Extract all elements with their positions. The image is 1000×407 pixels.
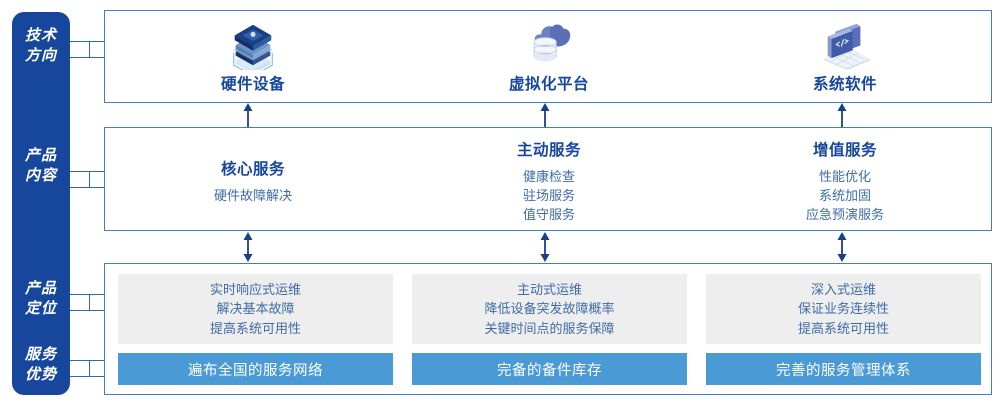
position-line: 保证业务连续性: [797, 301, 889, 317]
tech-label: 虚拟化平台: [508, 75, 589, 93]
panel-tech-direction: 硬件设备 虚拟化平台: [104, 10, 992, 103]
connector-stub: [89, 360, 90, 377]
tech-label: 系统软件: [812, 75, 877, 93]
position-line: 实时响应式运维: [209, 281, 301, 297]
content-column-core-service[interactable]: 核心服务 硬件故障解决: [105, 128, 401, 230]
position-line: 解决基本故障: [216, 301, 295, 317]
connector-stub: [70, 41, 104, 42]
advantage-bar-management[interactable]: 完善的服务管理体系: [706, 353, 981, 385]
position-card-proactive[interactable]: 主动式运维 降低设备突发故障概率 关键时间点的服务保障: [412, 274, 687, 344]
connector-stub: [70, 360, 104, 361]
server-stack-icon: [233, 24, 273, 70]
tech-column-virtualization[interactable]: 虚拟化平台: [401, 11, 697, 102]
cloud-database-icon: [533, 24, 571, 61]
connector-stub: [70, 376, 104, 377]
content-column-active-service[interactable]: 主动服务 健康检查 驻场服务 值守服务: [401, 128, 697, 230]
connector-stub: [89, 294, 90, 311]
position-line: 主动式运维: [516, 281, 582, 297]
arrow-up-software: [837, 103, 847, 127]
content-line: 值守服务: [522, 207, 575, 222]
connector-stub: [70, 57, 104, 58]
rail-label-line: 产品: [24, 147, 57, 164]
advantage-bar-network[interactable]: 遍布全国的服务网络: [118, 353, 393, 385]
arrow-up-down-middle: [540, 232, 550, 262]
connector-stub: [70, 310, 104, 311]
panel-product-content: 核心服务 硬件故障解决 主动服务 健康检查 驻场服务 值守服务 增值服务 性能优…: [104, 127, 992, 231]
connector-stub: [89, 41, 90, 58]
position-card-realtime[interactable]: 实时响应式运维 解决基本故障 提高系统可用性: [118, 274, 393, 344]
tech-label: 硬件设备: [220, 75, 285, 93]
rail-label-line: 优势: [24, 366, 57, 383]
connector-stub: [70, 187, 104, 188]
content-line: 应急预演服务: [805, 207, 884, 222]
panel-position-advantage: 实时响应式运维 解决基本故障 提高系统可用性 主动式运维 降低设备突发故障概率 …: [104, 263, 992, 395]
content-line: 系统加固: [818, 188, 871, 203]
position-line: 提高系统可用性: [209, 320, 301, 336]
content-column-value-added-service[interactable]: 增值服务 性能优化 系统加固 应急预演服务: [697, 128, 993, 230]
rail-label-line: 产品: [24, 280, 57, 297]
content-title: 核心服务: [220, 161, 285, 178]
content-line: 驻场服务: [522, 188, 575, 203]
position-line: 关键时间点的服务保障: [484, 320, 615, 336]
arrow-up-down-left: [243, 232, 253, 262]
connector-stub: [70, 294, 104, 295]
position-line: 降低设备突发故障概率: [484, 301, 615, 317]
connector-stub: [89, 171, 90, 188]
rail-label-product-content: 产品 内容: [12, 146, 70, 186]
laptop-code-icon: [823, 23, 870, 70]
rail-label-line: 方向: [24, 47, 57, 64]
rail-label-line: 定位: [24, 300, 57, 317]
tech-column-hardware[interactable]: 硬件设备: [105, 11, 401, 102]
arrow-up-hardware: [243, 103, 253, 127]
left-rail: [12, 12, 70, 395]
position-line: 提高系统可用性: [797, 320, 889, 336]
rail-label-line: 服务: [24, 346, 57, 363]
arrow-up-virtualization: [540, 103, 550, 127]
connector-stub: [70, 171, 104, 172]
content-line: 性能优化: [818, 169, 871, 184]
rail-label-line: 内容: [24, 167, 57, 184]
content-title: 主动服务: [516, 142, 581, 159]
arrow-up-down-right: [837, 232, 847, 262]
rail-label-product-position: 产品 定位: [12, 279, 70, 319]
tech-column-software[interactable]: 系统软件: [697, 11, 993, 102]
content-line: 健康检查: [522, 169, 575, 184]
content-line: 硬件故障解决: [213, 188, 292, 203]
position-line: 深入式运维: [810, 281, 876, 297]
rail-label-service-advantage: 服务 优势: [12, 345, 70, 385]
rail-label-line: 技术: [24, 27, 57, 44]
position-card-indepth[interactable]: 深入式运维 保证业务连续性 提高系统可用性: [706, 274, 981, 344]
advantage-bar-spare-parts[interactable]: 完备的备件库存: [412, 353, 687, 385]
rail-label-tech-direction: 技术 方向: [12, 26, 70, 66]
content-title: 增值服务: [812, 142, 877, 159]
